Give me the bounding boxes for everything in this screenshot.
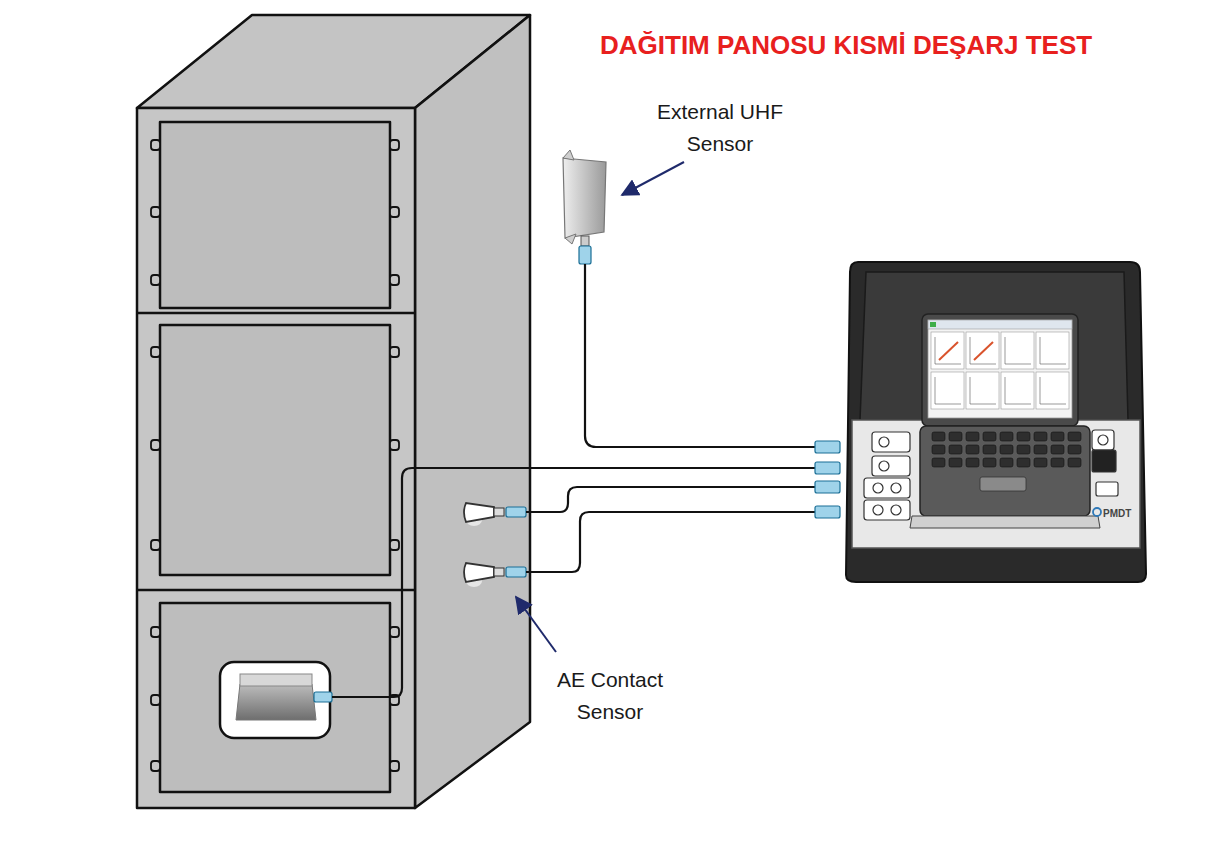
chart-axis	[935, 377, 961, 404]
key	[1000, 432, 1013, 441]
key	[1034, 432, 1047, 441]
key	[1017, 458, 1030, 467]
chart-pane	[966, 372, 999, 409]
key	[1000, 458, 1013, 467]
chart-axis	[970, 337, 996, 364]
title: DAĞITIM PANOSU KISMİ DEŞARJ TEST	[600, 26, 1092, 65]
key	[932, 432, 945, 441]
key	[932, 458, 945, 467]
key	[1000, 445, 1013, 454]
leader-arrows	[516, 162, 684, 652]
uhf-antenna	[563, 150, 606, 264]
internal-sensor	[220, 662, 332, 738]
brand-logo: PMDT	[1103, 506, 1131, 521]
hinge	[151, 627, 160, 637]
key	[1068, 445, 1081, 454]
hinge	[151, 540, 160, 550]
chart-pane	[1036, 372, 1069, 409]
chart-pane	[1036, 332, 1069, 369]
hinge	[390, 761, 399, 771]
hinge	[390, 275, 399, 285]
door-hinges	[151, 140, 399, 771]
hinge	[390, 140, 399, 150]
hinge	[151, 761, 160, 771]
hinge	[390, 540, 399, 550]
key	[1034, 458, 1047, 467]
chart-pane	[1001, 372, 1034, 409]
hinge	[390, 347, 399, 357]
key	[1051, 458, 1064, 467]
key	[983, 458, 996, 467]
chart-axis	[1005, 337, 1031, 364]
ae-contact-sensors	[464, 503, 526, 587]
key	[983, 432, 996, 441]
hinge	[151, 140, 160, 150]
callout-label: External UHF Sensor	[650, 96, 790, 159]
key	[1051, 445, 1064, 454]
sensor-cables	[332, 264, 815, 697]
key	[1068, 458, 1081, 467]
switchgear-cabinet	[137, 15, 530, 808]
key	[949, 445, 962, 454]
chart-trace	[974, 342, 993, 360]
chart-axis	[1040, 337, 1066, 364]
key	[983, 445, 996, 454]
toolbar	[928, 320, 1072, 329]
cable-plugs	[815, 441, 840, 518]
hinge	[151, 440, 160, 450]
chart-axis	[1005, 377, 1031, 404]
key	[949, 432, 962, 441]
key	[1017, 445, 1030, 454]
chart-pane	[1001, 332, 1034, 369]
chart-pane	[931, 332, 964, 369]
key	[966, 458, 979, 467]
hinge	[151, 207, 160, 217]
hinge	[390, 207, 399, 217]
key	[949, 458, 962, 467]
chart-pane	[931, 372, 964, 409]
key	[966, 432, 979, 441]
pd-instrument	[846, 262, 1146, 582]
key	[1051, 432, 1064, 441]
hinge	[390, 440, 399, 450]
hinge	[390, 627, 399, 637]
hinge	[151, 275, 160, 285]
key	[1068, 432, 1081, 441]
chart-axis	[970, 377, 996, 404]
hinge	[151, 347, 160, 357]
callout-label: AE Contact Sensor	[545, 664, 675, 727]
chart-axis	[935, 337, 961, 364]
chart-trace	[939, 342, 958, 360]
chart-axis	[1040, 377, 1066, 404]
key	[1034, 445, 1047, 454]
key	[932, 445, 945, 454]
hinge	[151, 695, 160, 705]
toolbar-icon	[930, 322, 936, 327]
key	[1017, 432, 1030, 441]
key	[966, 445, 979, 454]
chart-pane	[966, 332, 999, 369]
